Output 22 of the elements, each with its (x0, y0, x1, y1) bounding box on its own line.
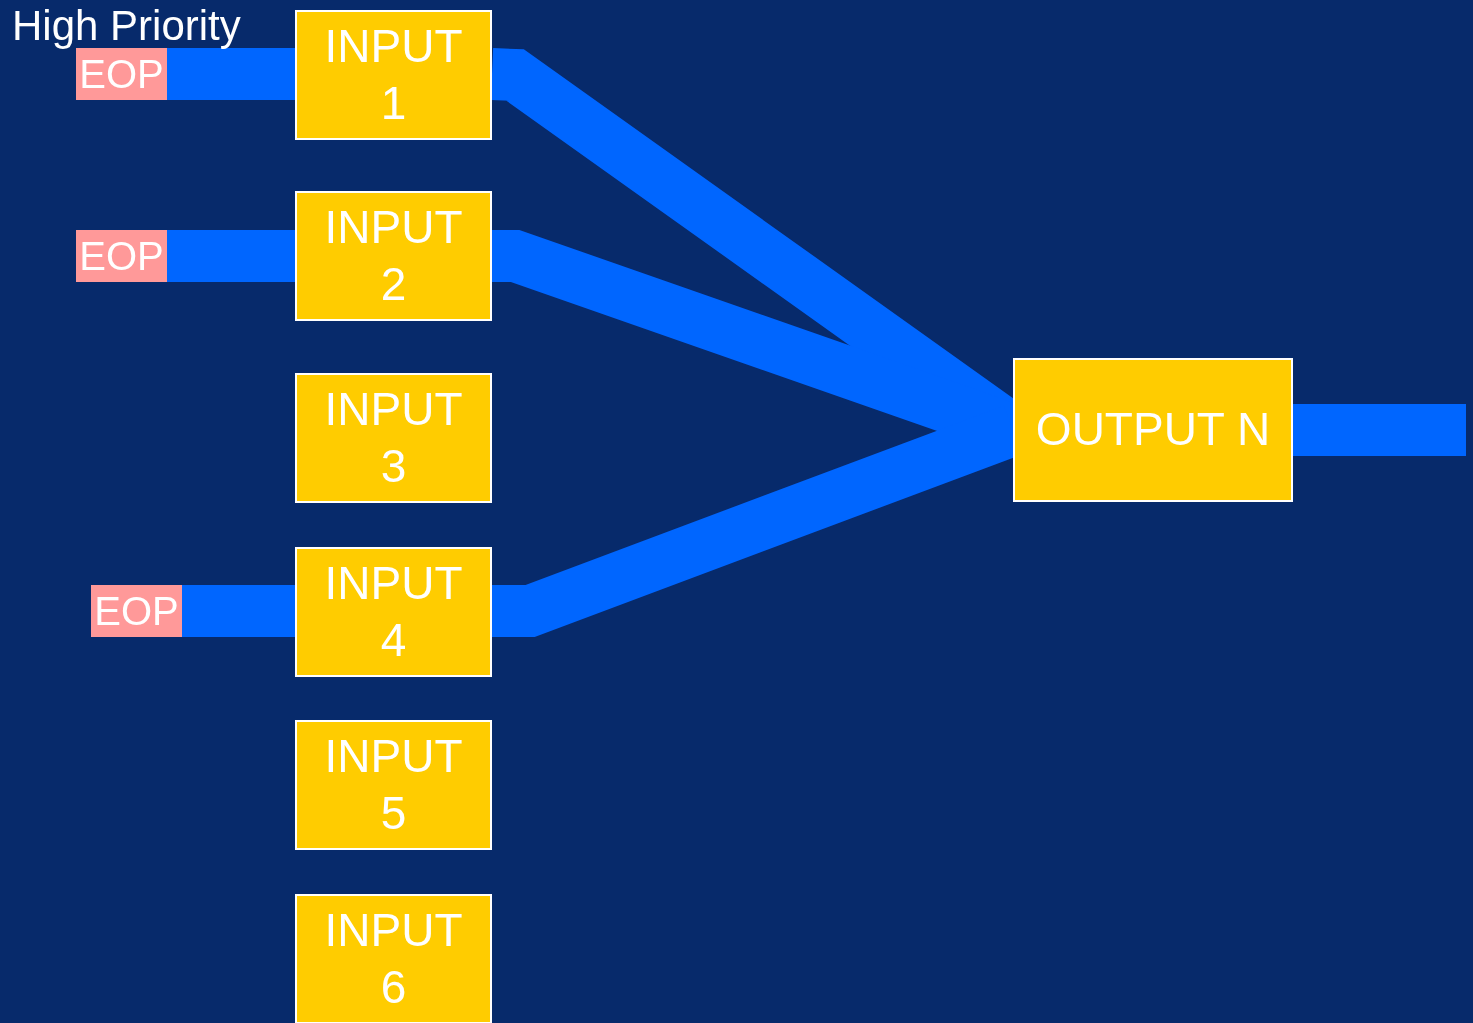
node-label: INPUT 2 (323, 199, 464, 312)
input-box (295, 373, 492, 503)
node-label: EOP (79, 51, 164, 98)
node-label: INPUT 4 (323, 555, 464, 668)
heading-label: High Priority (12, 2, 241, 50)
node-label: INPUT 5 (323, 728, 464, 841)
node-label: EOP (94, 588, 179, 635)
flow-band (1293, 404, 1466, 456)
flow-band (167, 48, 295, 100)
output-box (1013, 358, 1293, 502)
node-label: OUTPUT N (1035, 402, 1271, 458)
input-box (295, 547, 492, 677)
node-label: INPUT 6 (323, 902, 464, 1015)
input-box (295, 894, 492, 1023)
flow-band (182, 585, 295, 637)
flow-band (167, 230, 295, 282)
node-label: INPUT 1 (323, 18, 464, 131)
input-box (295, 10, 492, 140)
node-label: EOP (79, 233, 164, 280)
input-box (295, 720, 492, 850)
node-label: INPUT 3 (323, 381, 464, 494)
input-box (295, 191, 492, 321)
